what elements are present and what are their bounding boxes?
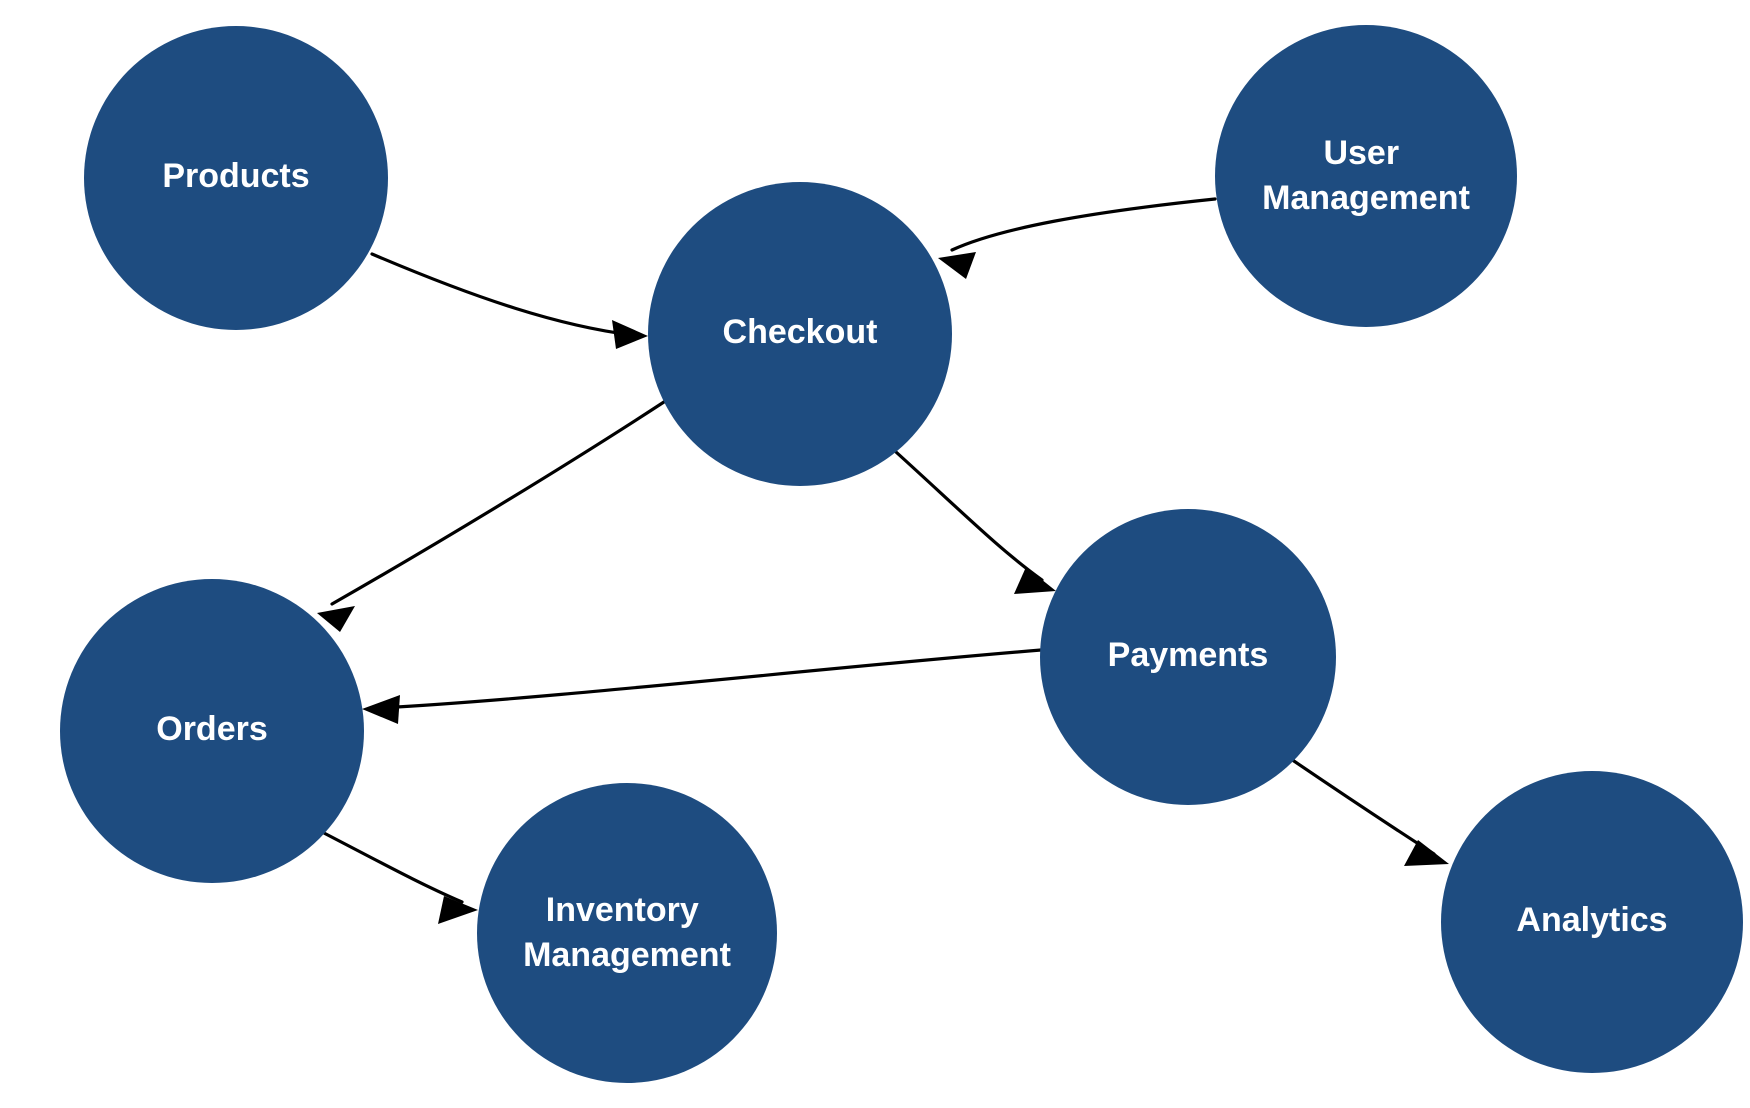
node-products[interactable]: Products bbox=[84, 26, 388, 330]
edge-checkout-to-orders-line bbox=[330, 398, 669, 606]
node-user-management-label: User Management bbox=[1262, 134, 1470, 217]
edge-layer bbox=[317, 197, 1449, 924]
edge-user-mgmt-to-checkout[interactable] bbox=[938, 197, 1217, 279]
edge-payments-to-analytics[interactable] bbox=[1286, 755, 1449, 866]
node-analytics-label: Analytics bbox=[1516, 901, 1667, 939]
node-payments-label: Payments bbox=[1108, 636, 1269, 674]
edge-payments-to-analytics-line bbox=[1286, 755, 1436, 856]
edge-checkout-to-payments[interactable] bbox=[894, 450, 1056, 594]
edge-products-to-checkout-line bbox=[370, 252, 634, 337]
node-user-management-circle[interactable] bbox=[1215, 25, 1517, 327]
edge-payments-to-orders-arrowhead bbox=[362, 695, 400, 724]
edge-user-mgmt-to-checkout-arrowhead bbox=[938, 252, 976, 279]
edge-products-to-checkout[interactable] bbox=[370, 252, 648, 349]
node-products-label: Products bbox=[162, 157, 309, 195]
node-inventory-management[interactable]: Inventory Management bbox=[477, 783, 777, 1083]
node-checkout-label: Checkout bbox=[723, 313, 878, 351]
edge-orders-to-inventory-line bbox=[320, 830, 464, 904]
node-inventory-management-circle[interactable] bbox=[477, 783, 777, 1083]
node-payments-circle[interactable] bbox=[1040, 509, 1336, 805]
node-inventory-management-label: Inventory Management bbox=[523, 891, 731, 974]
edge-checkout-to-payments-arrowhead bbox=[1014, 567, 1056, 594]
node-products-circle[interactable] bbox=[84, 26, 388, 330]
edge-payments-to-orders-line bbox=[378, 648, 1043, 710]
node-user-management[interactable]: User Management bbox=[1215, 25, 1517, 327]
edge-orders-to-inventory[interactable] bbox=[320, 830, 478, 924]
node-analytics-circle[interactable] bbox=[1441, 771, 1743, 1073]
edge-products-to-checkout-arrowhead bbox=[612, 320, 648, 349]
edge-orders-to-inventory-arrowhead bbox=[438, 896, 478, 924]
node-layer: Products Checkout User Management bbox=[60, 25, 1743, 1083]
edge-checkout-to-orders[interactable] bbox=[317, 398, 669, 632]
edge-checkout-to-orders-arrowhead bbox=[317, 606, 355, 632]
edge-payments-to-orders[interactable] bbox=[362, 648, 1043, 724]
edge-checkout-to-payments-line bbox=[894, 450, 1044, 582]
node-orders-label: Orders bbox=[156, 710, 268, 748]
node-payments[interactable]: Payments bbox=[1040, 509, 1336, 805]
node-checkout-circle[interactable] bbox=[648, 182, 952, 486]
node-orders-circle[interactable] bbox=[60, 579, 364, 883]
node-analytics[interactable]: Analytics bbox=[1441, 771, 1743, 1073]
edge-payments-to-analytics-arrowhead bbox=[1404, 840, 1449, 866]
edge-user-mgmt-to-checkout-line bbox=[950, 197, 1217, 252]
node-checkout[interactable]: Checkout bbox=[648, 182, 952, 486]
node-orders[interactable]: Orders bbox=[60, 579, 364, 883]
